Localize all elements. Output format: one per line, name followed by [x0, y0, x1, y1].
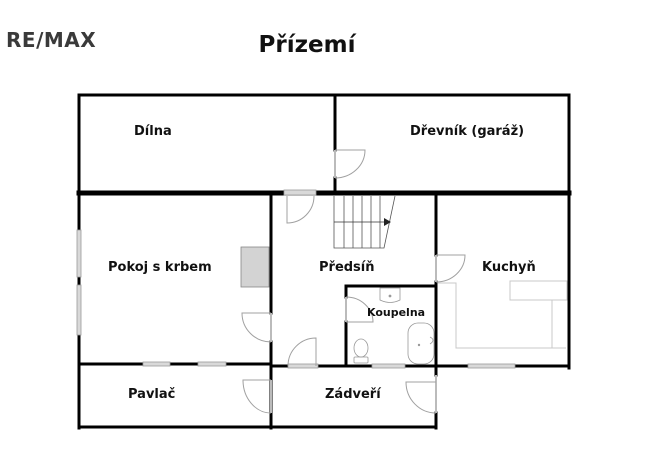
room-label-zadveri: Zádveří	[325, 387, 381, 402]
staircase	[333, 195, 396, 249]
sink-icon	[379, 287, 401, 303]
walls	[76, 93, 572, 430]
kitchen-counters	[438, 280, 568, 349]
room-label-koupelna: Koupelna	[367, 306, 426, 319]
doors	[241, 149, 466, 414]
remax-logo: RE/MAX	[6, 28, 97, 52]
windows	[76, 189, 516, 369]
page-title: Přízemí	[0, 32, 662, 58]
room-label-predsin: Předsíň	[319, 260, 375, 275]
room-label-dilna: Dílna	[134, 124, 172, 139]
toilet-icon	[353, 356, 369, 364]
room-label-pokoj: Pokoj s krbem	[108, 260, 212, 275]
room-label-pavlac: Pavlač	[128, 387, 176, 402]
fireplace	[240, 246, 270, 288]
bathroom-fixtures	[353, 287, 435, 365]
floor-title: Přízemí	[258, 32, 356, 58]
room-label-drevnik: Dřevník (garáž)	[410, 124, 525, 139]
bathtub-icon	[407, 322, 435, 365]
room-label-kuchyn: Kuchyň	[482, 260, 536, 275]
